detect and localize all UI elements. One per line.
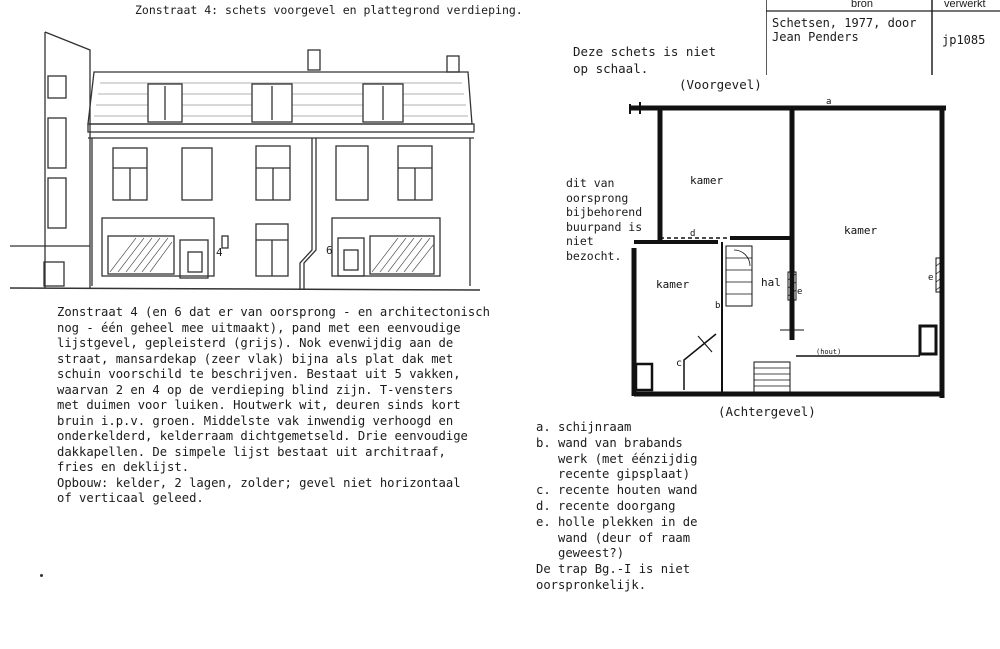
floor-plan: kamer kamer kamer hal (hout) a b c d e e [629,98,946,398]
room-label-hal: hal [761,276,781,289]
source-table: bron verwerkt Schetsen, 1977, door Jean … [766,0,1000,75]
legend-text: a. schijnraam b. wand van brabands werk … [536,420,698,592]
room-label-2: kamer [844,224,877,237]
facade-number-4: 4 [216,246,223,259]
marker-a: a [826,98,831,107]
hout-label: (hout) [816,348,841,356]
document-title: Zonstraat 4: schets voorgevel en platteg… [135,3,523,17]
col-bron-header: bron [851,0,874,10]
col-verwerkt-header: verwerkt [944,0,986,10]
room-label-1: kamer [690,174,723,187]
marker-e-2: e [928,273,933,283]
facade-sketch: 4 6 [10,31,481,291]
stray-dot [40,574,43,577]
voorgevel-label: (Voorgevel) [679,77,762,92]
table-lines [766,0,1000,75]
verwerkt-value: jp1085 [942,33,986,47]
marker-e-1: e [797,287,802,297]
description-text: Zonstraat 4 (en 6 dat er van oorsprong -… [57,305,490,505]
marker-c: c [676,358,682,369]
side-note: dit van oorsprong bijbehorend buurpand i… [566,176,643,263]
marker-b: b [715,301,720,311]
room-label-3: kamer [656,278,689,291]
marker-d: d [690,229,695,239]
scale-note: Deze schets is niet op schaal. [573,44,716,76]
facade-number-6: 6 [326,244,333,257]
bron-value: Schetsen, 1977, door Jean Penders [772,16,917,44]
achtergevel-label: (Achtergevel) [718,404,816,419]
